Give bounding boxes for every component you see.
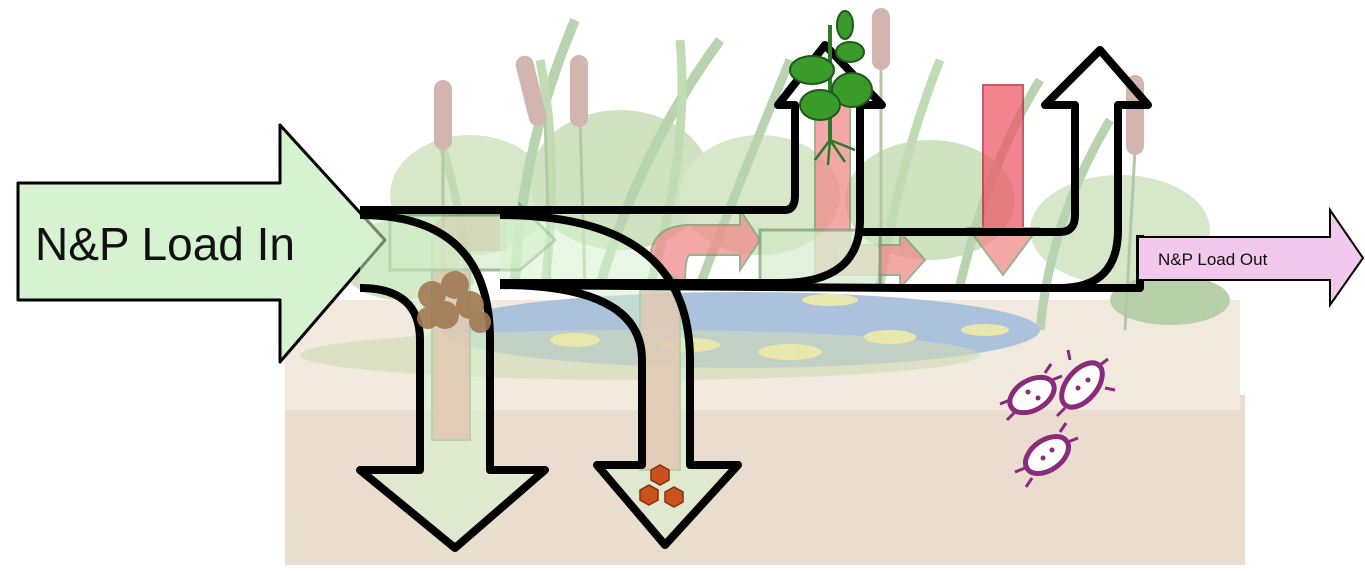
plant-icon	[789, 10, 873, 166]
lily-pad	[961, 324, 1009, 336]
bacteria-icon	[999, 349, 1116, 488]
gas-loss-up-arrow	[860, 46, 1152, 292]
reed-blade	[695, 58, 795, 287]
red-arrow-deposition-shaft	[982, 84, 1024, 231]
lily-pad	[864, 330, 916, 344]
lily-pad	[802, 294, 858, 306]
settling-down-arrow	[356, 211, 549, 552]
reed-blade	[1035, 117, 1114, 331]
load-out-label: N&P Load Out	[1158, 250, 1268, 269]
load-in-arrow	[16, 123, 387, 364]
lily-pad	[550, 333, 600, 347]
main-flow-arrows	[16, 41, 1152, 552]
load-out-arrow	[1137, 206, 1365, 309]
pond-water	[440, 292, 1040, 368]
load-in-label: N&P Load In	[35, 218, 295, 270]
sediment-clump-icon	[417, 271, 491, 333]
burial-down-arrow	[499, 211, 742, 549]
hexagon-particles-icon	[639, 464, 684, 508]
lily-pad	[758, 344, 822, 360]
